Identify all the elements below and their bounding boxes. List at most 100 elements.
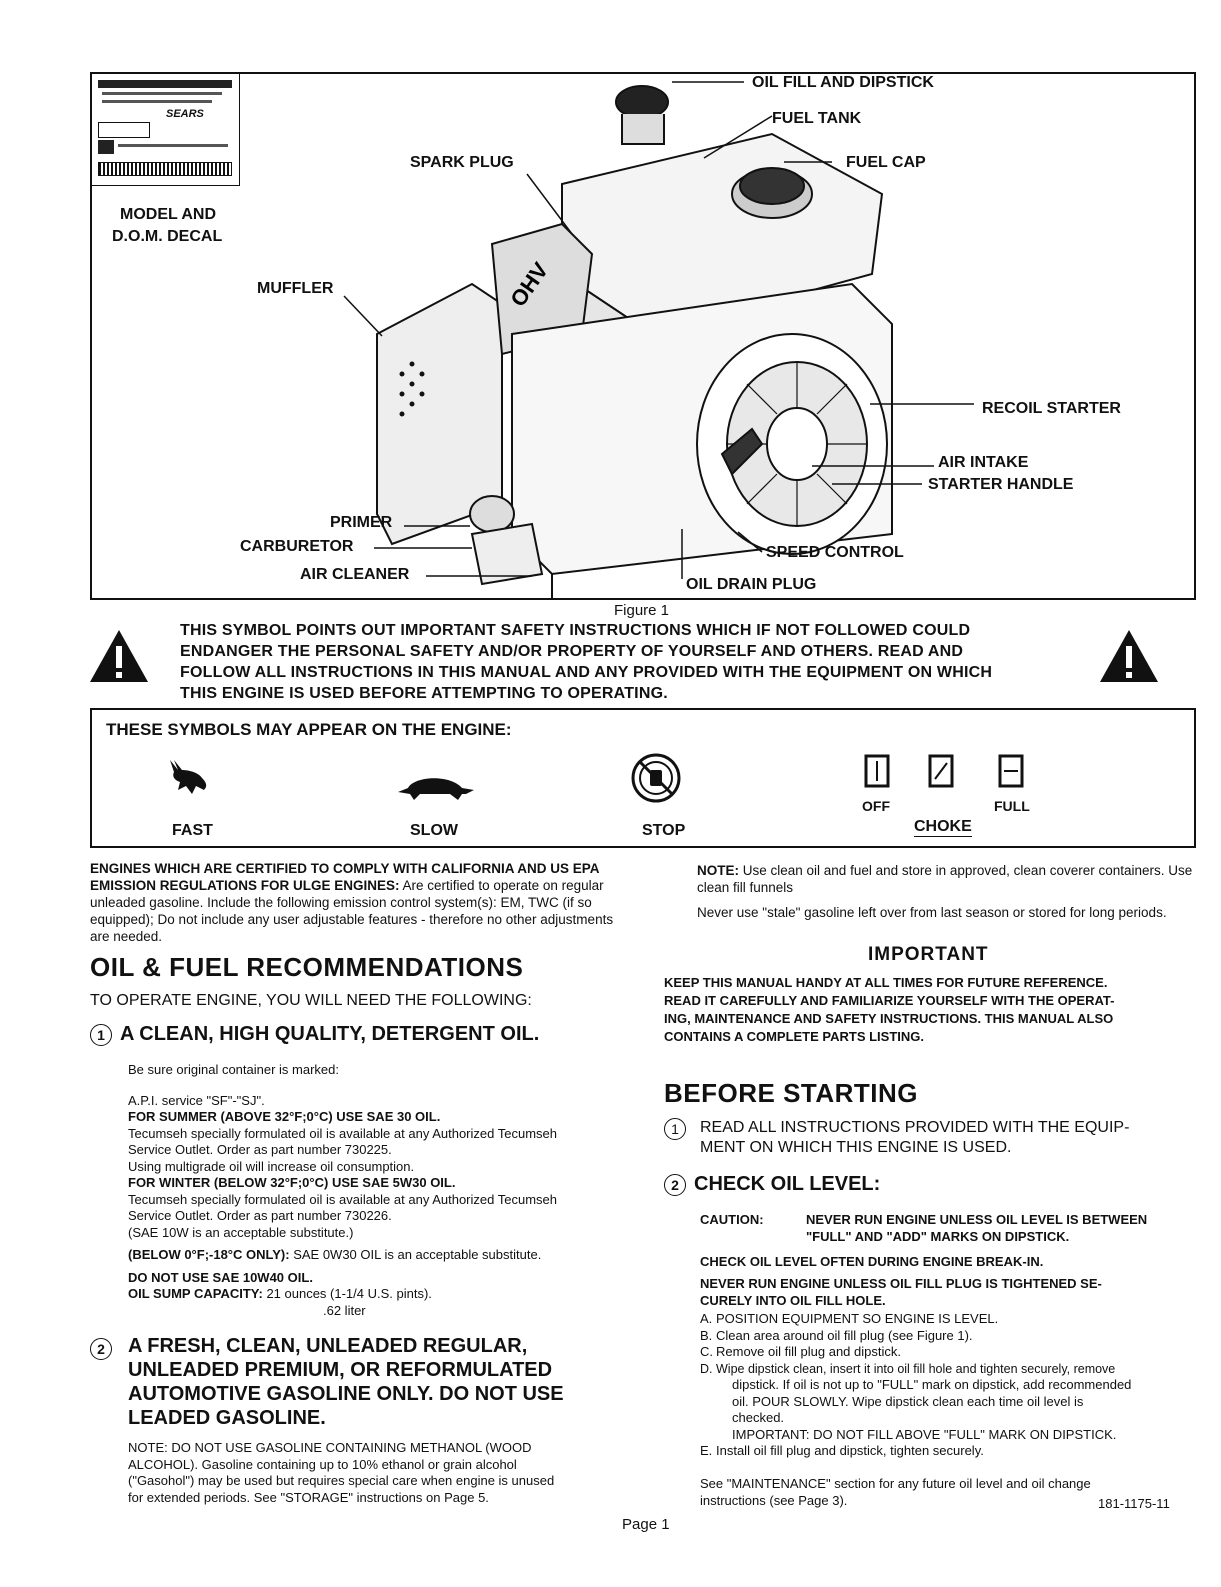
off-label: OFF xyxy=(862,798,890,814)
label-recoil-starter: RECOIL STARTER xyxy=(982,400,1121,417)
see-maintenance: See "MAINTENANCE" section for any future… xyxy=(700,1476,1200,1509)
fast-label: FAST xyxy=(172,822,213,839)
label-air-cleaner: AIR CLEANER xyxy=(300,566,410,583)
label-speed-control: SPEED CONTROL xyxy=(766,544,904,561)
item-1-number: 1 xyxy=(90,1023,112,1046)
full-label: FULL xyxy=(994,798,1030,814)
label-starter-handle: STARTER HANDLE xyxy=(928,476,1074,493)
certification-bold: ENGINES WHICH ARE CERTIFIED TO COMPLY WI… xyxy=(90,861,600,893)
oil-line-7: Tecumseh specially formulated oil is ava… xyxy=(128,1191,557,1207)
label-primer: PRIMER xyxy=(330,514,393,531)
below-zero-line: (BELOW 0°F;-18°C ONLY): SAE 0W30 OIL is … xyxy=(128,1247,542,1262)
item-2-line-2: UNLEADED PREMIUM, OR REFORMULATED xyxy=(128,1359,553,1381)
warning-line-1: THIS SYMBOL POINTS OUT IMPORTANT SAFETY … xyxy=(180,622,971,639)
figure-caption: Figure 1 xyxy=(614,602,670,619)
sump-liter-line: .62 liter xyxy=(323,1302,366,1318)
rabbit-icon xyxy=(170,760,207,794)
warning-line-3: FOLLOW ALL INSTRUCTIONS IN THIS MANUAL A… xyxy=(180,664,993,681)
certification-body: Are certified to operate on regular unle… xyxy=(90,878,614,944)
warning-line-4: THIS ENGINE IS USED BEFORE ATTEMPTING TO… xyxy=(180,685,668,702)
check-often: CHECK OIL LEVEL OFTEN DURING ENGINE BREA… xyxy=(700,1254,1044,1269)
no-10w40-line: DO NOT USE SAE 10W40 OIL. xyxy=(128,1269,313,1285)
step-d-cont-2: oil. POUR SLOWLY. Wipe dipstick clean ea… xyxy=(732,1393,1084,1409)
label-carburetor: CARBURETOR xyxy=(240,538,354,555)
keep-line-3: ING, MAINTENANCE AND SAFETY INSTRUCTIONS… xyxy=(664,1011,1114,1026)
figure-frame: SEARS MODEL AND D.O.M. DECAL xyxy=(90,72,1196,600)
decal-brand: SEARS xyxy=(166,108,204,120)
item-2-line-3: AUTOMOTIVE GASOLINE ONLY. DO NOT USE xyxy=(128,1383,564,1405)
step-d-cont-1: dipstick. If oil is not up to "FULL" mar… xyxy=(732,1377,1132,1392)
warning-icon-right xyxy=(1100,630,1158,682)
choke-off-icon xyxy=(864,754,890,788)
step-c: C.Remove oil fill plug and dipstick. xyxy=(700,1344,901,1359)
caution-label: CAUTION: xyxy=(700,1212,764,1227)
oil-line-5: Using multigrade oil will increase oil c… xyxy=(128,1158,415,1174)
step-1: 1 READ ALL INSTRUCTIONS PROVIDED WITH TH… xyxy=(664,1118,1204,1158)
item-2-line-4: LEADED GASOLINE. xyxy=(128,1407,326,1429)
label-spark-plug: SPARK PLUG xyxy=(410,154,514,171)
oil-line-1: A.P.I. service "SF"-"SJ". xyxy=(128,1092,265,1108)
decal-label-1: MODEL AND xyxy=(120,206,216,223)
step-d-cont-4: IMPORTANT: DO NOT FILL ABOVE "FULL" MARK… xyxy=(732,1426,1117,1442)
document-code: 181-1175-11 xyxy=(1098,1496,1170,1511)
label-fuel-tank: FUEL TANK xyxy=(772,110,862,127)
step-a: A.POSITION EQUIPMENT SO ENGINE IS LEVEL. xyxy=(700,1311,999,1326)
note-line-1: NOTE: DO NOT USE GASOLINE CONTAINING MET… xyxy=(128,1440,532,1455)
step-b: B.Clean area around oil fill plug (see F… xyxy=(700,1327,973,1343)
never-run-line-1: NEVER RUN ENGINE UNLESS OIL FILL PLUG IS… xyxy=(700,1276,1102,1291)
item-2-number: 2 xyxy=(90,1337,112,1360)
keep-line-4: CONTAINS A COMPLETE PARTS LISTING. xyxy=(664,1029,924,1044)
engine-illustration: OHV xyxy=(343,81,974,598)
symbols-box: THESE SYMBOLS MAY APPEAR ON THE ENGINE: … xyxy=(90,708,1196,848)
oil-line-6: FOR WINTER (BELOW 32°F;0°C) USE SAE 5W30… xyxy=(128,1175,456,1190)
note-line-3: ("Gasohol") may be used but requires spe… xyxy=(128,1473,555,1488)
slow-label: SLOW xyxy=(410,822,458,839)
step-d-cont-3: checked. xyxy=(732,1410,785,1425)
choke-half-icon xyxy=(928,754,954,788)
step-1-line-1: READ ALL INSTRUCTIONS PROVIDED WITH THE … xyxy=(700,1119,1130,1136)
important-heading: IMPORTANT xyxy=(868,944,989,965)
choke-full-icon xyxy=(998,754,1024,788)
oil-line-8: Service Outlet. Order as part number 730… xyxy=(128,1208,392,1223)
gasoline-note: NOTE: DO NOT USE GASOLINE CONTAINING MET… xyxy=(128,1440,638,1506)
caution-line-1: NEVER RUN ENGINE UNLESS OIL LEVEL IS BET… xyxy=(806,1212,1148,1227)
never-run-line-2: CURELY INTO OIL FILL HOLE. xyxy=(700,1293,886,1308)
oil-details: Be sure original container is marked: A.… xyxy=(128,1062,638,1319)
label-oil-fill: OIL FILL AND DIPSTICK xyxy=(752,74,934,91)
turtle-icon xyxy=(398,778,474,800)
stop-label: STOP xyxy=(642,822,686,839)
see-line-2: instructions (see Page 3). xyxy=(700,1492,848,1508)
step-d: D.Wipe dipstick clean, insert it into oi… xyxy=(700,1361,1116,1376)
keep-line-2: READ IT CAREFULLY AND FAMILIARIZE YOURSE… xyxy=(664,993,1115,1008)
symbols-heading: THESE SYMBOLS MAY APPEAR ON THE ENGINE: xyxy=(106,720,512,739)
oil-fuel-title: OIL & FUEL RECOMMENDATIONS xyxy=(90,952,524,982)
oil-line-2: FOR SUMMER (ABOVE 32°F;0°C) USE SAE 30 O… xyxy=(128,1109,441,1124)
fuel-note: NOTE: Use clean oil and fuel and store i… xyxy=(697,863,1193,895)
step-2-number: 2 xyxy=(664,1173,686,1196)
item-2-title: 2 A FRESH, CLEAN, UNLEADED REGULAR, UNLE… xyxy=(90,1334,650,1430)
stale-gas-note: Never use "stale" gasoline left over fro… xyxy=(697,905,1167,920)
oil-check-steps: A.POSITION EQUIPMENT SO ENGINE IS LEVEL.… xyxy=(700,1311,1200,1460)
oil-fuel-subtitle: TO OPERATE ENGINE, YOU WILL NEED THE FOL… xyxy=(90,992,532,1009)
label-fuel-cap: FUEL CAP xyxy=(846,154,926,171)
dom-decal: SEARS xyxy=(92,74,240,186)
label-oil-drain-plug: OIL DRAIN PLUG xyxy=(686,576,817,593)
page-number: Page 1 xyxy=(622,1516,670,1533)
label-air-intake: AIR INTAKE xyxy=(938,454,1029,471)
stop-icon xyxy=(631,753,681,803)
oil-line-4: Service Outlet. Order as part number 730… xyxy=(128,1142,392,1157)
oil-line-3: Tecumseh specially formulated oil is ava… xyxy=(128,1125,557,1141)
before-starting-title: BEFORE STARTING xyxy=(664,1078,919,1108)
caution-line-2: "FULL" AND "ADD" MARKS ON DIPSTICK. xyxy=(806,1229,1070,1244)
label-muffler: MUFFLER xyxy=(257,280,334,297)
step-1-line-2: MENT ON WHICH THIS ENGINE IS USED. xyxy=(700,1139,1012,1156)
step-e: E.Install oil fill plug and dipstick, ti… xyxy=(700,1443,984,1458)
keep-line-1: KEEP THIS MANUAL HANDY AT ALL TIMES FOR … xyxy=(664,975,1108,990)
certification-text: ENGINES WHICH ARE CERTIFIED TO COMPLY WI… xyxy=(90,860,630,945)
choke-label: CHOKE xyxy=(914,818,972,837)
keep-manual-text: KEEP THIS MANUAL HANDY AT ALL TIMES FOR … xyxy=(664,974,1198,1046)
see-line-1: See "MAINTENANCE" section for any future… xyxy=(700,1476,1091,1491)
warning-icon-left xyxy=(90,630,148,682)
